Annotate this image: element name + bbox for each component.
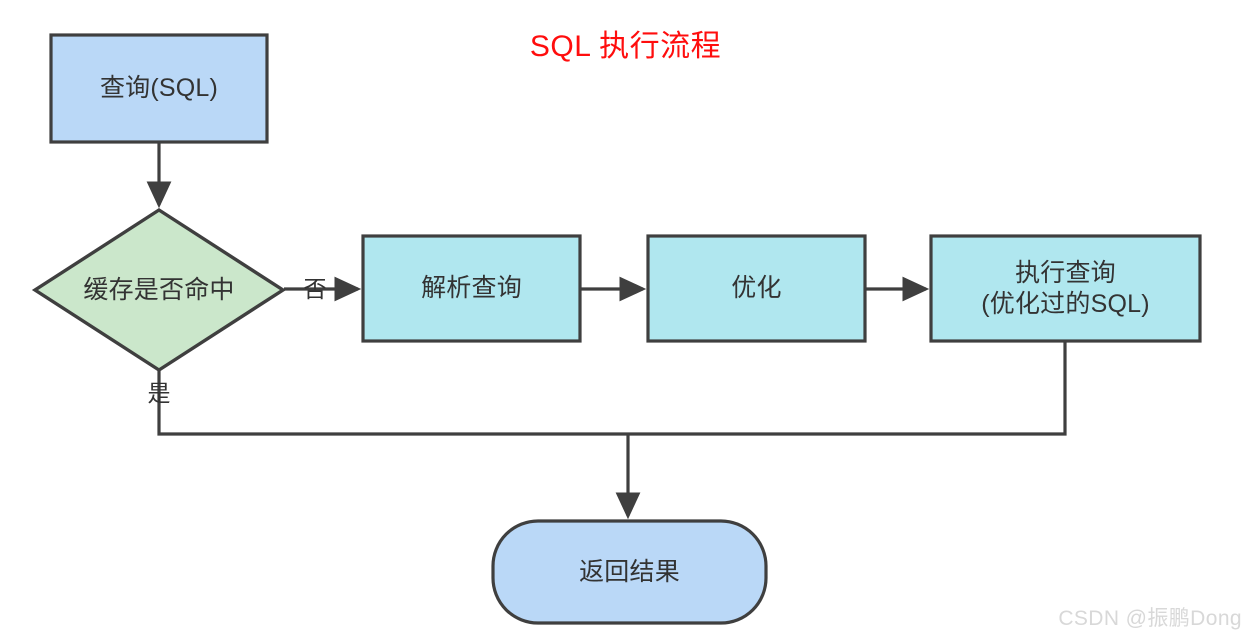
edge-execute-to-bus — [628, 341, 1067, 436]
node-query[interactable] — [49, 33, 269, 144]
edge-cache-yes-to-bus — [157, 371, 628, 436]
node-optimize[interactable] — [646, 234, 867, 343]
watermark: CSDN @振鹏Dong — [1058, 607, 1242, 630]
node-return-result[interactable] — [491, 519, 768, 625]
node-cache-hit[interactable] — [31, 207, 287, 373]
node-execute-query[interactable] — [929, 234, 1202, 343]
node-parse-query[interactable] — [361, 234, 582, 343]
page-title: SQL 执行流程 — [529, 30, 722, 63]
